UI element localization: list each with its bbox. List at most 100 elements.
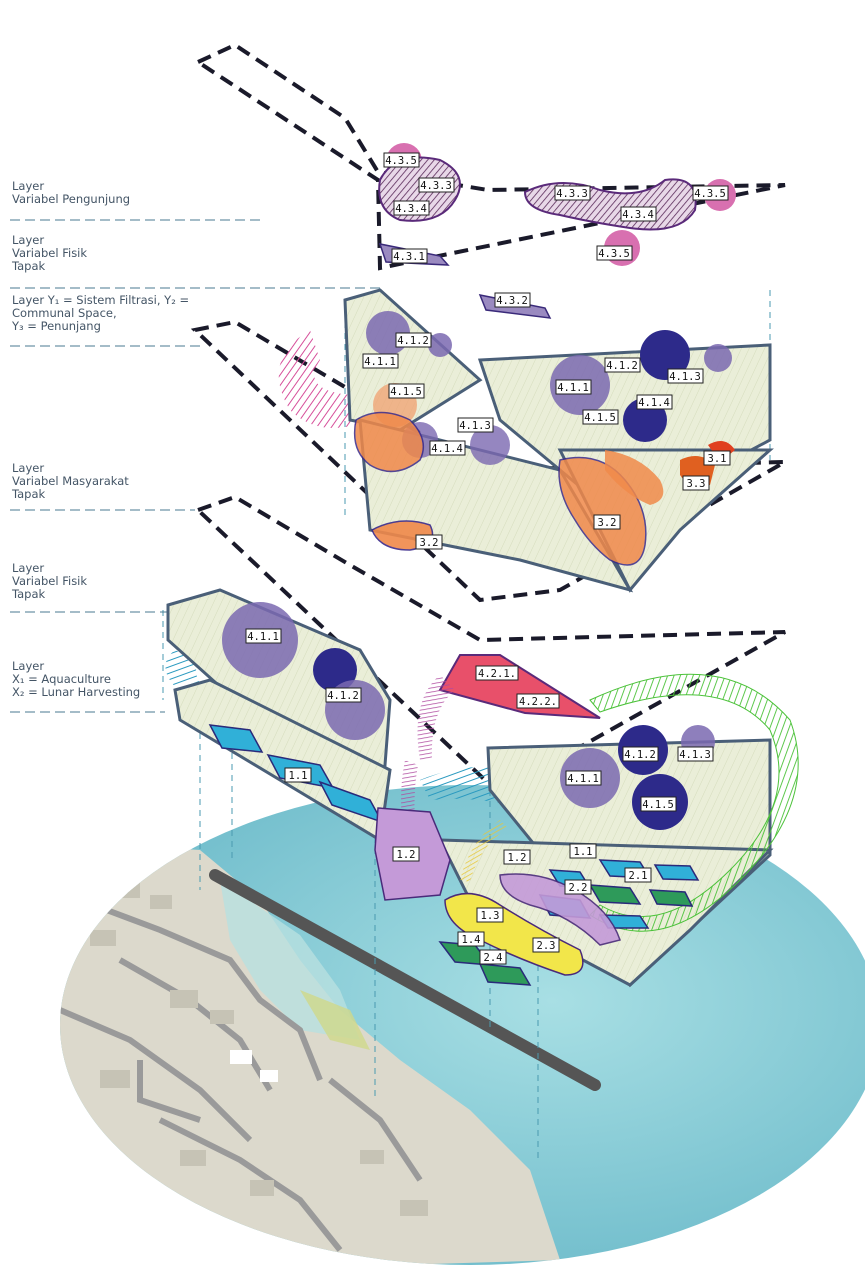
svg-text:4.3.2: 4.3.2: [496, 295, 528, 307]
tag: 4.3.5: [693, 186, 728, 200]
svg-text:4.1.3: 4.1.3: [459, 420, 491, 432]
tag: 4.3.3: [419, 178, 454, 192]
svg-text:3.2: 3.2: [420, 537, 439, 549]
tag: 4.2.2.: [517, 694, 559, 708]
tag: 4.1.5: [641, 797, 676, 811]
svg-text:4.3.1: 4.3.1: [393, 251, 425, 263]
svg-text:4.1.2: 4.1.2: [327, 690, 359, 702]
tag: 4.1.5: [583, 410, 618, 424]
tag: 4.1.4: [430, 441, 465, 455]
tag: 2.1: [625, 868, 651, 882]
label-community-layer: Layer Variabel Masyarakat Tapak: [12, 462, 129, 501]
lunar-zone: [440, 655, 600, 718]
label-line: Tapak: [12, 260, 87, 273]
label-physical-layer-top: Layer Variabel Fisik Tapak: [12, 234, 87, 273]
label-line: Y₃ = Penunjang: [12, 320, 189, 333]
svg-text:1.1: 1.1: [289, 770, 308, 782]
svg-text:4.1.4: 4.1.4: [638, 397, 670, 409]
svg-text:3.1: 3.1: [708, 453, 727, 465]
label-line: X₂ = Lunar Harvesting: [12, 686, 140, 699]
white-building: [260, 1070, 278, 1082]
svg-text:2.3: 2.3: [537, 940, 556, 952]
tag: 1.1: [570, 844, 596, 858]
svg-text:4.1.3: 4.1.3: [669, 371, 701, 383]
svg-text:3.3: 3.3: [687, 478, 706, 490]
svg-text:4.1.5: 4.1.5: [642, 799, 674, 811]
white-building: [230, 1050, 252, 1064]
tag: 4.3.1: [392, 249, 427, 263]
svg-text:4.2.2.: 4.2.2.: [519, 696, 557, 708]
tag: 4.1.3: [678, 747, 713, 761]
svg-text:4.3.5: 4.3.5: [385, 155, 417, 167]
svg-text:4.3.4: 4.3.4: [395, 203, 427, 215]
tag: 4.1.1: [566, 771, 601, 785]
svg-text:4.1.2: 4.1.2: [624, 749, 656, 761]
layer-outline: [198, 45, 785, 268]
zone-circle: [428, 333, 452, 357]
svg-text:1.2: 1.2: [397, 849, 416, 861]
tag: 4.2.1.: [476, 666, 518, 680]
label-y-layer: Layer Y₁ = Sistem Filtrasi, Y₂ = Communa…: [12, 294, 189, 333]
svg-text:4.1.1: 4.1.1: [567, 773, 599, 785]
svg-text:4.3.3: 4.3.3: [420, 180, 452, 192]
tag: 4.1.2: [326, 688, 361, 702]
tag: 4.1.2: [396, 333, 431, 347]
svg-text:4.1.3: 4.1.3: [679, 749, 711, 761]
tag: 4.3.5: [597, 246, 632, 260]
layer-visitor: [198, 45, 785, 318]
tag: 4.1.1: [363, 354, 398, 368]
tag: 4.3.4: [621, 207, 656, 221]
tag: 4.1.3: [668, 369, 703, 383]
layer-y: [195, 290, 785, 600]
svg-text:4.1.1: 4.1.1: [557, 382, 589, 394]
svg-text:2.4: 2.4: [484, 952, 503, 964]
svg-text:4.3.5: 4.3.5: [598, 248, 630, 260]
tag: 4.3.4: [394, 201, 429, 215]
tag: 4.1.4: [637, 395, 672, 409]
svg-text:4.1.1: 4.1.1: [364, 356, 396, 368]
label-x-layer: Layer X₁ = Aquaculture X₂ = Lunar Harves…: [12, 660, 140, 699]
tag: 2.3: [533, 938, 559, 952]
tag: 4.3.5: [384, 153, 419, 167]
svg-text:1.4: 1.4: [462, 934, 481, 946]
label-line: Variabel Pengunjung: [12, 193, 130, 206]
svg-text:1.2: 1.2: [508, 852, 527, 864]
tag: 3.1: [704, 451, 730, 465]
svg-text:1.3: 1.3: [481, 910, 500, 922]
tag: 1.3: [477, 908, 503, 922]
tag: 4.1.5: [389, 384, 424, 398]
tag: 2.2: [565, 880, 591, 894]
svg-text:2.2: 2.2: [569, 882, 588, 894]
tag: 4.1.3: [458, 418, 493, 432]
tag: 1.1: [285, 768, 311, 782]
svg-text:2.1: 2.1: [629, 870, 648, 882]
tag: 1.2: [393, 847, 419, 861]
svg-text:1.1: 1.1: [574, 846, 593, 858]
tag: 1.4: [458, 932, 484, 946]
svg-text:4.1.4: 4.1.4: [431, 443, 463, 455]
label-visitor-layer: Layer Variabel Pengunjung: [12, 180, 130, 206]
tag: 4.1.2: [605, 358, 640, 372]
svg-text:4.1.1: 4.1.1: [247, 631, 279, 643]
tag: 3.2: [416, 535, 442, 549]
svg-text:4.3.5: 4.3.5: [694, 188, 726, 200]
tag: 3.2: [594, 515, 620, 529]
svg-text:4.3.3: 4.3.3: [556, 188, 588, 200]
svg-text:4.1.2: 4.1.2: [397, 335, 429, 347]
label-line: Tapak: [12, 488, 129, 501]
label-physical-layer-bottom: Layer Variabel Fisik Tapak: [12, 562, 87, 601]
svg-text:4.1.2: 4.1.2: [606, 360, 638, 372]
tag: 4.3.3: [555, 186, 590, 200]
svg-text:4.2.1.: 4.2.1.: [478, 668, 516, 680]
tag: 1.2: [504, 850, 530, 864]
svg-text:4.3.4: 4.3.4: [622, 209, 654, 221]
svg-text:3.2: 3.2: [598, 517, 617, 529]
svg-text:4.1.5: 4.1.5: [584, 412, 616, 424]
tag: 2.4: [480, 950, 506, 964]
tag: 4.3.2: [495, 293, 530, 307]
svg-text:4.1.5: 4.1.5: [390, 386, 422, 398]
zone-circle: [704, 344, 732, 372]
tag: 4.1.1: [246, 629, 281, 643]
label-line: Tapak: [12, 588, 87, 601]
